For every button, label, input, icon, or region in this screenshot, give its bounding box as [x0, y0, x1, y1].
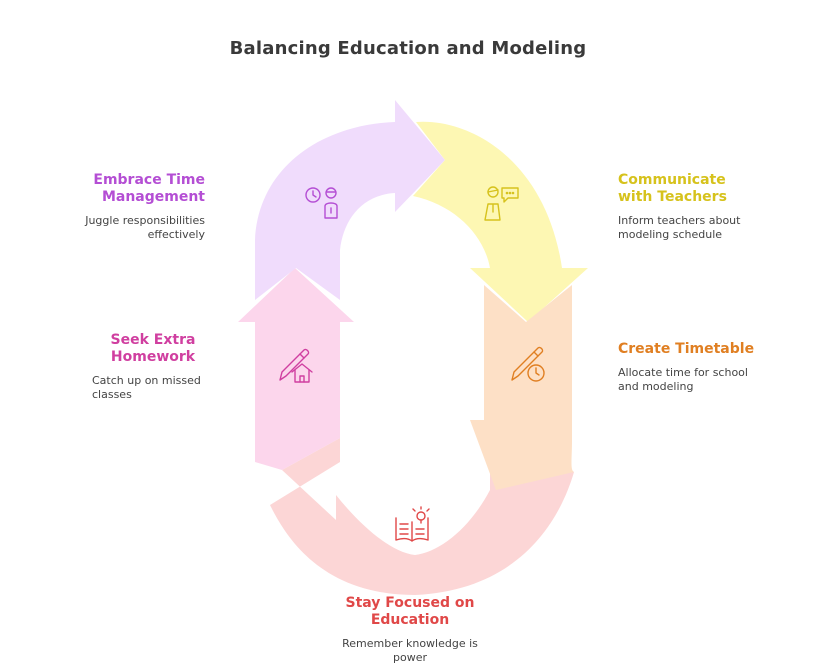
step-title: Embrace Time Management — [60, 172, 205, 206]
book-lightbulb-icon — [395, 506, 430, 542]
step-title-line: Create Timetable — [618, 341, 755, 357]
step-title: Seek Extra Homework — [78, 332, 228, 366]
step-description: Allocate time for school and modeling — [618, 366, 798, 394]
step-description: Inform teachers about modeling schedule — [618, 214, 788, 242]
step-title: Stay Focused on Education — [320, 595, 500, 629]
step-title-line: Homework — [110, 349, 196, 365]
step-title-line: Communicate — [618, 172, 726, 188]
arrow-segment-timetable — [470, 285, 574, 490]
step-description: Catch up on missed classes — [92, 374, 228, 402]
step-description-line: Allocate time for school — [618, 366, 748, 379]
step-description-line: and modeling — [618, 380, 694, 393]
pencil-clock-icon — [511, 346, 545, 382]
teacher-speech-icon — [484, 186, 519, 221]
step-title-line: with Teachers — [618, 189, 727, 205]
pencil-house-icon — [279, 348, 313, 383]
step-stay-focused-on-education: Stay Focused on Education Remember knowl… — [320, 595, 500, 665]
step-description-line: Catch up on missed — [92, 374, 201, 387]
step-title-line: Embrace Time — [93, 172, 205, 188]
clock-person-icon — [305, 187, 338, 219]
step-title-line: Management — [101, 189, 205, 205]
step-description-line: classes — [92, 388, 132, 401]
step-description-line: Juggle responsibilities — [85, 214, 205, 227]
step-title-line: Seek Extra — [110, 332, 196, 348]
step-create-timetable: Create Timetable Allocate time for schoo… — [618, 341, 798, 394]
step-title: Communicate with Teachers — [618, 172, 788, 206]
step-embrace-time-management: Embrace Time Management Juggle responsib… — [60, 172, 205, 242]
step-description-line: Inform teachers about — [618, 214, 741, 227]
step-seek-extra-homework: Seek Extra Homework Catch up on missed c… — [78, 332, 228, 402]
step-description-line: power — [393, 651, 427, 664]
step-title-line: Education — [370, 612, 450, 628]
step-communicate-with-teachers: Communicate with Teachers Inform teacher… — [618, 172, 788, 242]
step-description: Juggle responsibilities effectively — [60, 214, 205, 242]
step-description-line: Remember knowledge is — [342, 637, 478, 650]
step-title-line: Stay Focused on — [345, 595, 475, 611]
diagram-title: Balancing Education and Modeling — [229, 38, 587, 59]
step-title: Create Timetable — [618, 341, 798, 358]
arrow-segment-time-management — [255, 100, 445, 300]
arrow-segment-communicate — [413, 121, 588, 322]
step-description-line: modeling schedule — [618, 228, 723, 241]
step-description: Remember knowledge is power — [320, 637, 500, 665]
step-description-line: effectively — [147, 228, 205, 241]
